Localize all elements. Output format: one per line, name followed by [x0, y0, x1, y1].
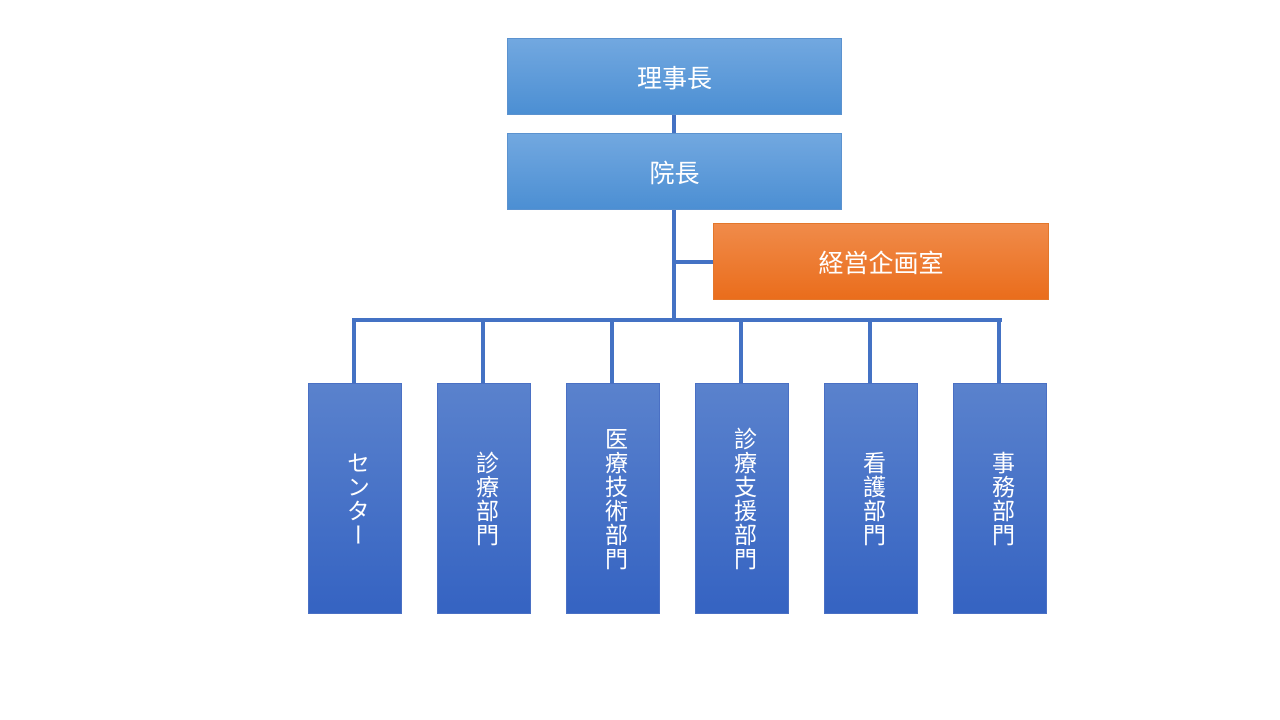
department-label-medical-technology: 医療技術部門: [600, 426, 627, 571]
department-box-administration: 事務部門: [953, 383, 1047, 614]
connector-department-3: [610, 320, 614, 384]
department-label-center: センター: [342, 450, 369, 547]
director-box: 院長: [507, 133, 842, 210]
connector-planning-office: [674, 260, 714, 264]
planning-office-label: 経営企画室: [818, 248, 944, 278]
connector-department-1: [352, 320, 356, 384]
department-box-medical: 診療部門: [437, 383, 531, 614]
connector-department-6: [997, 320, 1001, 384]
department-label-administration: 事務部門: [987, 450, 1014, 547]
department-box-medical-support: 診療支援部門: [695, 383, 789, 614]
department-box-nursing: 看護部門: [824, 383, 918, 614]
chairman-box: 理事長: [507, 38, 842, 115]
connector-department-bus: [352, 318, 1002, 322]
planning-office-box: 経営企画室: [713, 223, 1049, 300]
director-label: 院長: [649, 158, 700, 188]
chairman-label: 理事長: [636, 63, 712, 93]
department-box-medical-technology: 医療技術部門: [566, 383, 660, 614]
connector-department-4: [739, 320, 743, 384]
connector-department-5: [868, 320, 872, 384]
connector-chairman-director: [672, 114, 676, 134]
connector-director-trunk: [672, 209, 676, 320]
department-label-medical: 診療部門: [471, 450, 498, 547]
department-label-medical-support: 診療支援部門: [729, 426, 756, 571]
connector-department-2: [481, 320, 485, 384]
department-label-nursing: 看護部門: [858, 450, 885, 547]
department-box-center: センター: [308, 383, 402, 614]
